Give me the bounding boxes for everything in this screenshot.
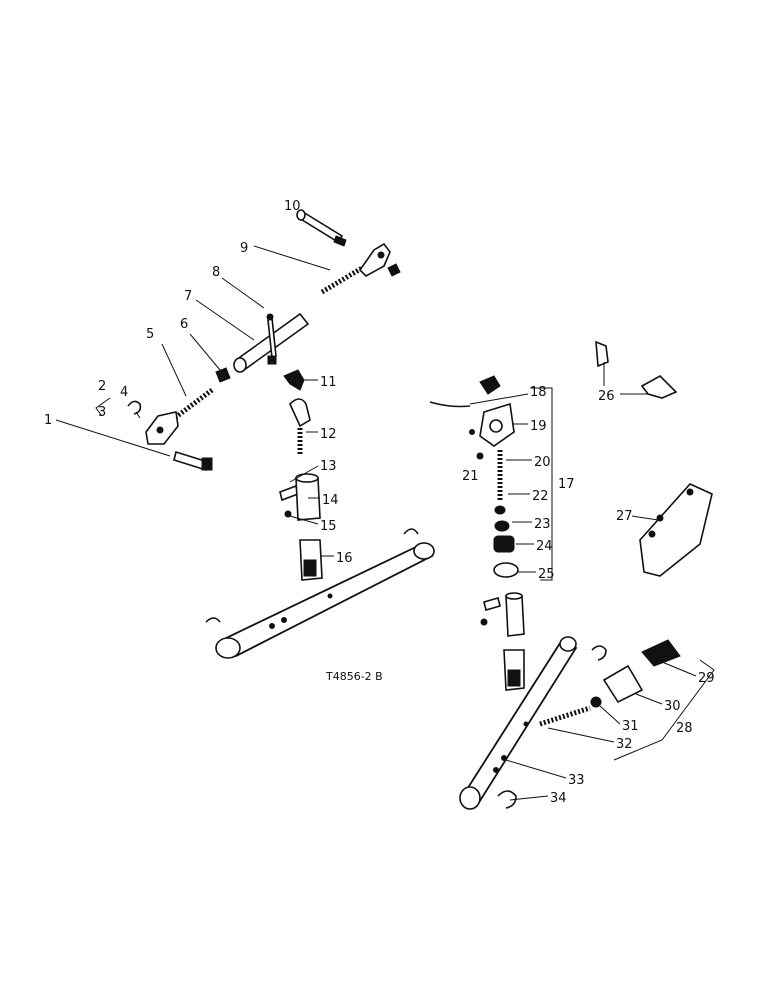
callout-5: 5 (146, 327, 154, 342)
callout-2: 2 (98, 379, 106, 394)
callout-10: 10 (284, 199, 301, 214)
part-16-yoke (299, 539, 323, 581)
callout-27: 27 (616, 509, 633, 524)
callout-22: 22 (532, 489, 549, 504)
callout-33: 33 (568, 773, 585, 788)
callout-11: 11 (320, 375, 337, 390)
callout-18: 18 (530, 385, 547, 400)
callout-21: 21 (462, 469, 479, 484)
part-clip-right (591, 645, 607, 661)
part-23-ring (494, 520, 510, 532)
callout-19: 19 (530, 419, 547, 434)
part-7-tube (233, 312, 310, 373)
part-21-screw (476, 452, 484, 460)
part-10-pin (296, 209, 347, 247)
part-31-nut (590, 696, 602, 708)
callout-17: 17 (558, 477, 575, 492)
part-5-threaded-rod (145, 388, 214, 445)
part-25-washer (493, 562, 519, 578)
part-34-clip (497, 790, 517, 809)
part-11-bracket (283, 369, 305, 391)
part-6-nut (215, 367, 231, 383)
callout-14: 14 (322, 493, 339, 508)
callout-30: 30 (664, 699, 681, 714)
callout-15: 15 (320, 519, 337, 534)
callout-labels: 1 2 3 4 5 6 7 8 9 10 11 12 13 14 15 16 1… (44, 199, 715, 806)
callout-9: 9 (240, 241, 248, 256)
callout-24: 24 (536, 539, 553, 554)
callout-28: 28 (676, 721, 693, 736)
right-yoke-lower (503, 649, 525, 691)
callout-26: 26 (598, 389, 615, 404)
callout-7: 7 (184, 289, 192, 304)
left-lower-link (205, 528, 435, 659)
callout-31: 31 (622, 719, 639, 734)
callout-4: 4 (120, 385, 128, 400)
callout-12: 12 (320, 427, 337, 442)
part-19-housing (469, 402, 515, 447)
callout-6: 6 (180, 317, 188, 332)
part-27-plate (639, 483, 713, 577)
callout-23: 23 (534, 517, 551, 532)
part-12-fork (289, 398, 311, 456)
part-33-lower-link (459, 636, 578, 810)
callout-34: 34 (550, 791, 567, 806)
right-yoke (480, 592, 525, 637)
leader-lines (55, 245, 715, 801)
drawing-code: T4856-2 B (325, 670, 383, 683)
callout-20: 20 (534, 455, 551, 470)
part-1-pin (173, 450, 213, 472)
callout-25: 25 (538, 567, 555, 582)
callout-16: 16 (336, 551, 353, 566)
part-29-fitting (641, 639, 681, 667)
callout-32: 32 (616, 737, 633, 752)
part-18-lever (429, 375, 501, 408)
part-14-yoke (279, 473, 321, 521)
part-30-sleeve (602, 664, 644, 704)
part-22-ring (494, 505, 506, 515)
callout-29: 29 (698, 671, 715, 686)
part-32-screw (539, 705, 591, 727)
callout-13: 13 (320, 459, 337, 474)
part-26-brackets (595, 340, 678, 399)
callout-8: 8 (212, 265, 220, 280)
callout-3: 3 (98, 405, 106, 420)
part-4-clip (127, 400, 142, 415)
part-9-threaded-rod (320, 242, 401, 295)
callout-1: 1 (44, 413, 52, 428)
part-24-spring (493, 535, 515, 553)
